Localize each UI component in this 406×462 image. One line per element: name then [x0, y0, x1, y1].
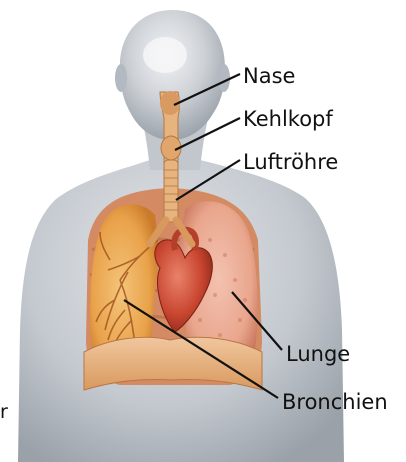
- cropped-text-fragment: r: [0, 403, 8, 422]
- trachea: [164, 160, 178, 222]
- face-highlight: [143, 37, 187, 73]
- label-kehlkopf: Kehlkopf: [243, 109, 333, 130]
- label-nase: Nase: [243, 66, 295, 87]
- label-bronchien: Bronchien: [282, 392, 388, 413]
- label-luftroehre: Luftröhre: [243, 152, 338, 173]
- label-lunge: Lunge: [286, 344, 350, 365]
- ear-right: [218, 64, 230, 92]
- ear-left: [115, 64, 127, 92]
